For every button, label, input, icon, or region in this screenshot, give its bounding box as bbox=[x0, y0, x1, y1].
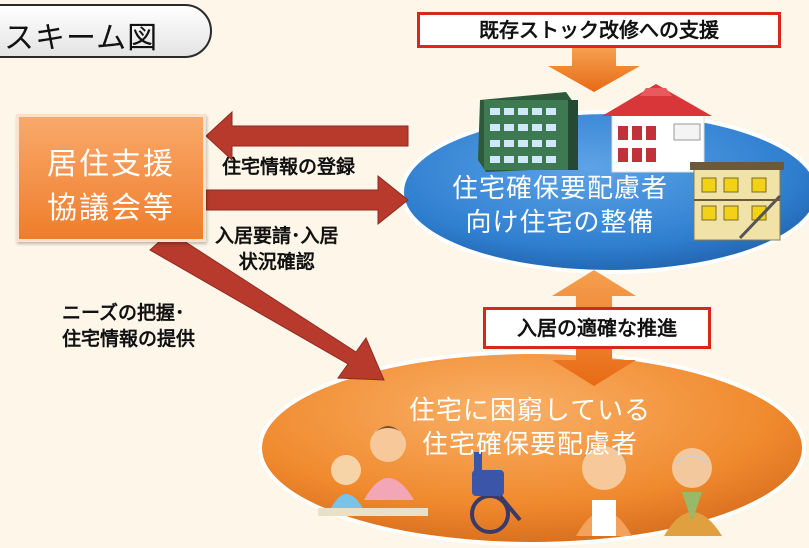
elderly-man-icon bbox=[664, 448, 722, 536]
people-text: 住宅に困窮している 住宅確保要配慮者 bbox=[380, 394, 680, 462]
apartment-icon bbox=[690, 162, 784, 241]
building-icon bbox=[478, 92, 578, 172]
request-arrow bbox=[205, 174, 409, 226]
register-arrow bbox=[205, 110, 409, 162]
council-line2: 協議会等 bbox=[47, 191, 175, 226]
request-label: 入居要請･入居 状況確認 bbox=[215, 223, 339, 275]
support-label: 既存ストック改修への支援 bbox=[417, 12, 781, 48]
needs-line2: 住宅情報の提供 bbox=[62, 328, 196, 350]
request-line2: 状況確認 bbox=[238, 251, 315, 273]
request-line1: 入居要請･入居 bbox=[215, 225, 339, 247]
council-box: 居住支援 協議会等 bbox=[16, 114, 206, 242]
housing-line1: 住宅確保要配慮者 bbox=[451, 174, 668, 204]
register-label: 住宅情報の登録 bbox=[222, 156, 356, 178]
mother-child-icon bbox=[318, 426, 428, 516]
wheelchair-icon bbox=[470, 452, 522, 534]
worried-woman-icon bbox=[576, 446, 632, 536]
house-icon bbox=[602, 84, 712, 173]
support-arrow bbox=[548, 48, 640, 92]
people-line1: 住宅に困窮している bbox=[408, 396, 652, 426]
needs-arrow bbox=[149, 231, 385, 381]
needs-line1: ニーズの把握･ bbox=[62, 302, 185, 324]
title-text: スキーム図 bbox=[4, 21, 159, 56]
needs-label: ニーズの把握･ 住宅情報の提供 bbox=[62, 300, 195, 352]
housing-line2: 向け住宅の整備 bbox=[465, 208, 655, 238]
council-line1: 居住支援 bbox=[47, 147, 175, 182]
promotion-label: 入居の適確な推進 bbox=[483, 307, 711, 349]
people-line2: 住宅確保要配慮者 bbox=[421, 430, 638, 460]
housing-text: 住宅確保要配慮者 向け住宅の整備 bbox=[430, 172, 690, 240]
title-tab: スキーム図 bbox=[0, 4, 212, 58]
